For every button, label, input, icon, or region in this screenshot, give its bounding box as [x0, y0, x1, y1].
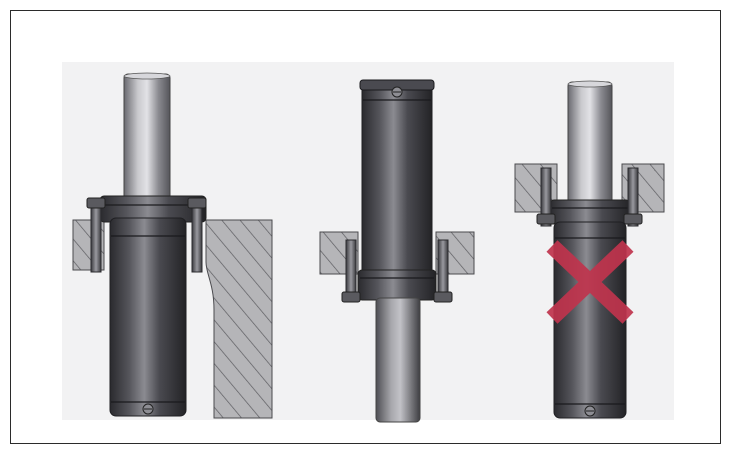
right-piston-rod: [567, 81, 613, 211]
panel-left: [72, 72, 273, 419]
right-bolt-2: [627, 167, 639, 227]
panel-center: [319, 79, 475, 423]
center-flange-collar: [357, 269, 437, 301]
center-piston-rod: [375, 297, 421, 423]
left-bolt-1: [90, 199, 102, 273]
left-piston-rod: [123, 73, 171, 201]
left-cylinder-body: [109, 217, 187, 417]
right-flange-collar: [549, 199, 631, 225]
center-cylinder-body: [361, 79, 433, 277]
left-bracket-section: [205, 219, 273, 419]
cross-mark-icon: [546, 240, 634, 324]
panel-right: [514, 80, 665, 419]
left-bolt-2: [191, 199, 203, 273]
right-bolt-1: [540, 167, 552, 227]
